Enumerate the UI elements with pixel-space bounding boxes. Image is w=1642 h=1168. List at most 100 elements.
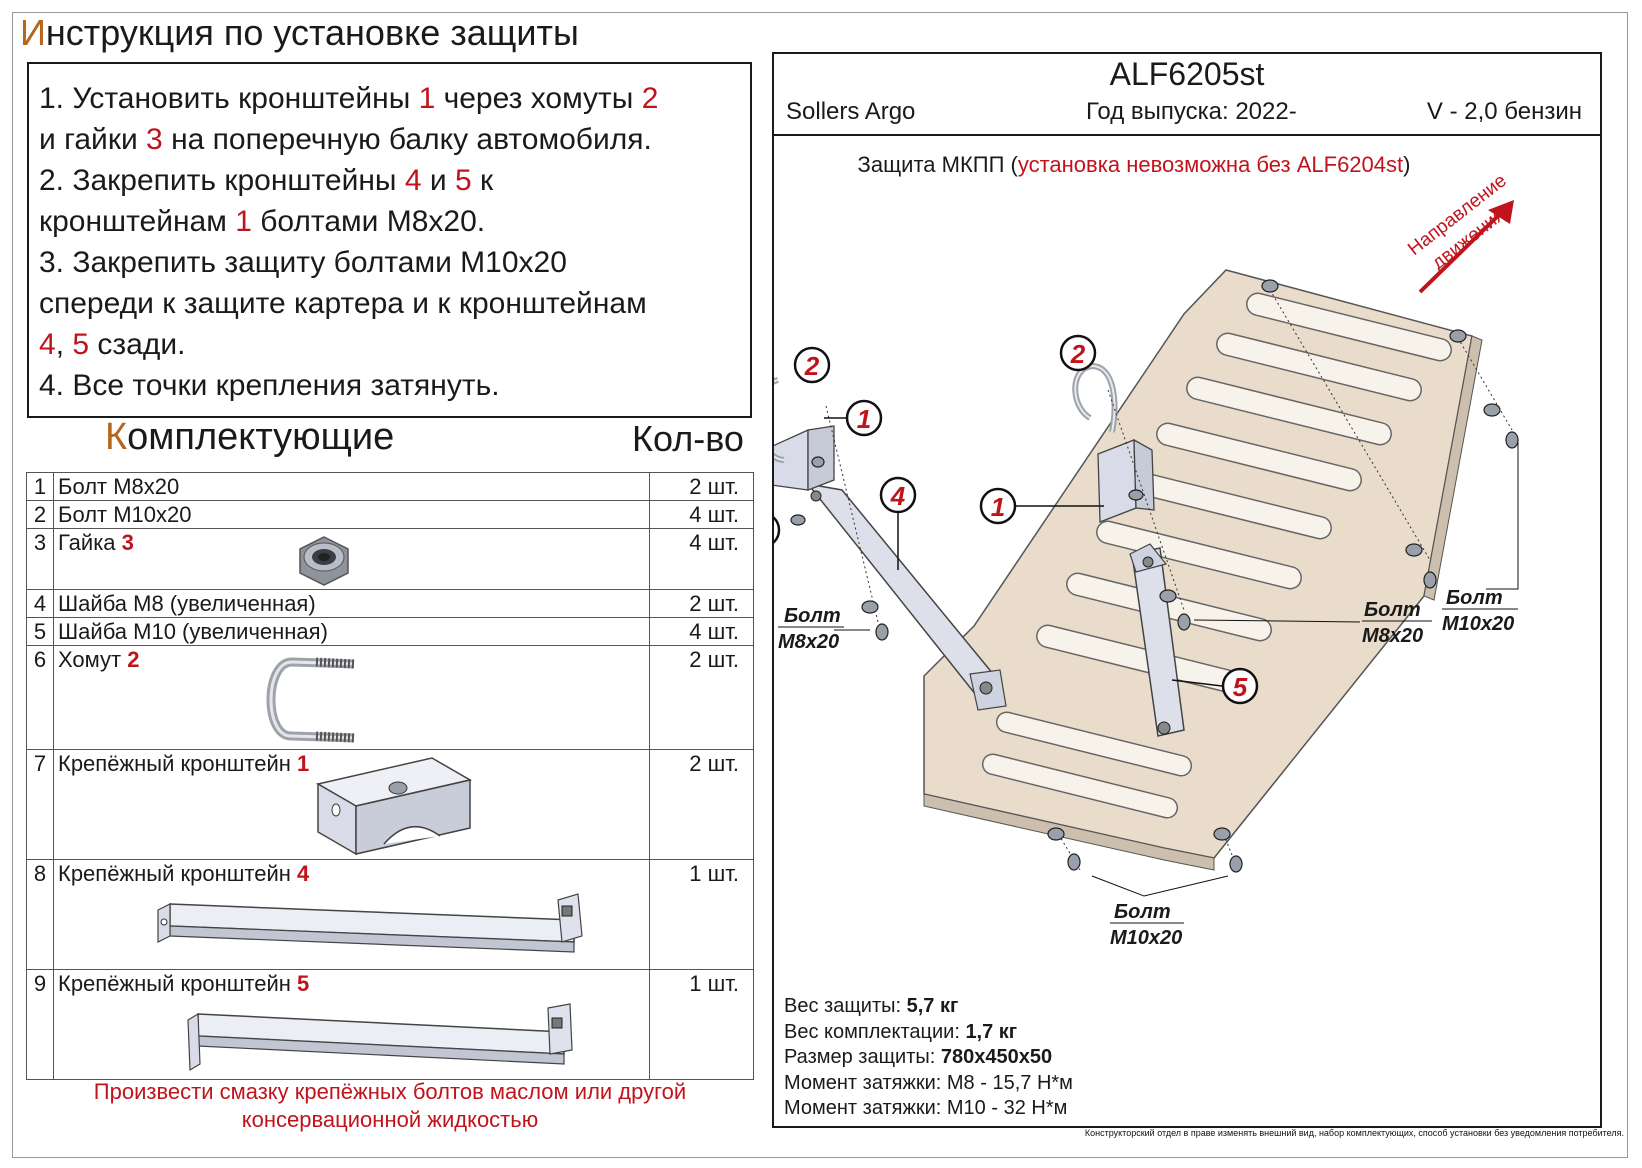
product-subtitle: Защита МКПП (установка невозможна без AL…: [857, 152, 1411, 177]
spec-size: Размер защиты: 780x450x50: [784, 1046, 1053, 1068]
part-qty: 2 шт.: [649, 749, 754, 860]
spec-weight: Вес защиты: 5,7 кг: [784, 995, 959, 1017]
bracket-1-left: [774, 377, 835, 491]
engine: V - 2,0 бензин: [1426, 98, 1582, 125]
step-4: 4. Все точки крепления затянуть.: [39, 369, 500, 402]
page-frame: [12, 12, 1628, 1158]
svg-text:2: 2: [1070, 339, 1086, 369]
svg-text:М8х20: М8х20: [778, 631, 839, 653]
instructions-box: 1. Установить кронштейны 1 через хомуты …: [27, 62, 752, 418]
bolt-label-m8-right: Болт М8х20: [1193, 599, 1432, 647]
title-rest: нструкция по установке защиты: [45, 12, 579, 53]
table-row: 1 Болт М8х20 2 шт.: [26, 472, 754, 501]
part-qty: 4 шт.: [649, 500, 754, 529]
page-title: Инструкция по установке защиты: [20, 12, 579, 54]
part-name: Болт М10х20: [53, 500, 650, 529]
specs-block: Вес защиты: 5,7 кг Вес комплектации: 1,7…: [784, 994, 1073, 1122]
row-number: 1: [26, 472, 54, 501]
bolt-label-m8-left: Болт М8х20: [778, 605, 870, 653]
row-number: 6: [26, 645, 54, 750]
svg-text:М10х20: М10х20: [1442, 613, 1514, 635]
row-number: 8: [26, 859, 54, 970]
svg-text:М8х20: М8х20: [1362, 625, 1423, 647]
row-number: 5: [26, 617, 54, 646]
row-number: 2: [26, 500, 54, 529]
bracket-5: [1129, 543, 1185, 737]
callouts: 2 1 3 4 2 1 5: [774, 334, 1259, 705]
callout-3: 3: [774, 516, 781, 544]
table-row: 9 Крепёжный кронштейн 5 1 шт.: [26, 969, 754, 1080]
product-header: ALF6205st Sollers Argo Год выпуска: 2022…: [774, 54, 1600, 136]
car-model: Sollers Argo: [786, 98, 916, 125]
svg-text:1: 1: [991, 492, 1005, 522]
table-row: 6 Хомут 2 2 шт.: [26, 645, 754, 750]
model-year: Год выпуска: 2022-: [1086, 98, 1297, 125]
u-clamp-image: [266, 657, 355, 743]
spec-torque-m10: Момент затяжки: М10 - 32 Н*м: [784, 1097, 1068, 1119]
part-qty: 2 шт.: [649, 645, 754, 750]
lubrication-note-wrap: Произвести смазку крепёжных болтов масло…: [26, 1078, 754, 1154]
table-row: 4 Шайба М8 (увеличенная) 2 шт.: [26, 589, 754, 618]
svg-text:2: 2: [804, 351, 820, 381]
row-number: 3: [26, 528, 54, 590]
step-1: 1. Установить кронштейны 1 через хомуты …: [39, 82, 659, 156]
bracket-4-image: [157, 893, 583, 953]
callout-2-left: 2: [793, 346, 831, 384]
svg-text:5: 5: [1233, 672, 1248, 702]
part-qty: 1 шт.: [649, 859, 754, 970]
nut-image: [299, 536, 349, 586]
part-name: Гайка 3: [53, 528, 650, 590]
part-name: Крепёжный кронштейн 4: [53, 859, 650, 970]
direction-arrow-line: [1418, 210, 1504, 294]
part-qty: 2 шт.: [649, 589, 754, 618]
callout-2-center: 2: [1059, 334, 1097, 372]
spec-torque-m8: Момент затяжки: М8 - 15,7 Н*м: [784, 1071, 1073, 1094]
part-name: Крепёжный кронштейн 1: [53, 749, 650, 860]
part-name: Крепёжный кронштейн 5: [53, 969, 650, 1080]
part-name: Болт М8х20: [53, 472, 650, 501]
svg-text:Болт: Болт: [784, 605, 841, 627]
product-code: ALF6205st: [1109, 56, 1265, 92]
fine-print: Конструкторский отдел в праве изменять в…: [1084, 1128, 1624, 1138]
part-qty: 2 шт.: [649, 472, 754, 501]
parts-table: 1 Болт М8х20 2 шт. 2 Болт М10х20 4 шт. 3…: [26, 472, 754, 1080]
bracket-5-image: [187, 1003, 573, 1072]
callout-1-center: 1: [979, 487, 1104, 525]
bolt-label-m10-bottom: Болт М10х20: [1091, 875, 1229, 949]
svg-text:Болт: Болт: [1364, 599, 1421, 621]
row-number: 4: [26, 589, 54, 618]
bolt-label-m10-right: Болт М10х20: [1442, 440, 1519, 635]
table-row: 2 Болт М10х20 4 шт.: [26, 500, 754, 529]
fasteners: [790, 279, 1519, 873]
protection-plate: [923, 269, 1483, 871]
callout-5: 5: [1171, 667, 1259, 705]
svg-text:1: 1: [857, 404, 871, 434]
product-panel: ALF6205st Sollers Argo Год выпуска: 2022…: [772, 52, 1602, 1128]
qty-heading: Кол-во: [632, 418, 744, 459]
assembly-diagram: Направление движения: [774, 170, 1519, 949]
lubrication-note: Произвести смазку крепёжных болтов масло…: [93, 1079, 687, 1132]
bracket-1-image: [315, 757, 473, 856]
svg-text:М10х20: М10х20: [1110, 927, 1182, 949]
svg-text:Болт: Болт: [1114, 901, 1171, 923]
part-name: Хомут 2: [53, 645, 650, 750]
table-row: 7 Крепёжный кронштейн 1 2 шт.: [26, 749, 754, 860]
svg-text:Болт: Болт: [1446, 587, 1503, 609]
part-qty: 1 шт.: [649, 969, 754, 1080]
svg-text:4: 4: [890, 481, 906, 511]
arrow-icon: [1488, 200, 1514, 224]
spec-kit-weight: Вес комплектации: 1,7 кг: [784, 1020, 1018, 1043]
part-qty: 4 шт.: [649, 528, 754, 590]
callout-1-left: 1: [824, 399, 883, 437]
table-row: 5 Шайба М10 (увеличенная) 4 шт.: [26, 617, 754, 646]
row-number: 7: [26, 749, 54, 860]
table-row: 3 Гайка 3 4 шт.: [26, 528, 754, 590]
part-qty: 4 шт.: [649, 617, 754, 646]
part-name: Шайба М8 (увеличенная): [53, 589, 650, 618]
table-row: 8 Крепёжный кронштейн 4 1 шт.: [26, 859, 754, 970]
part-name: Шайба М10 (увеличенная): [53, 617, 650, 646]
callout-4: 4: [879, 476, 917, 570]
title-first-letter: И: [20, 12, 46, 53]
